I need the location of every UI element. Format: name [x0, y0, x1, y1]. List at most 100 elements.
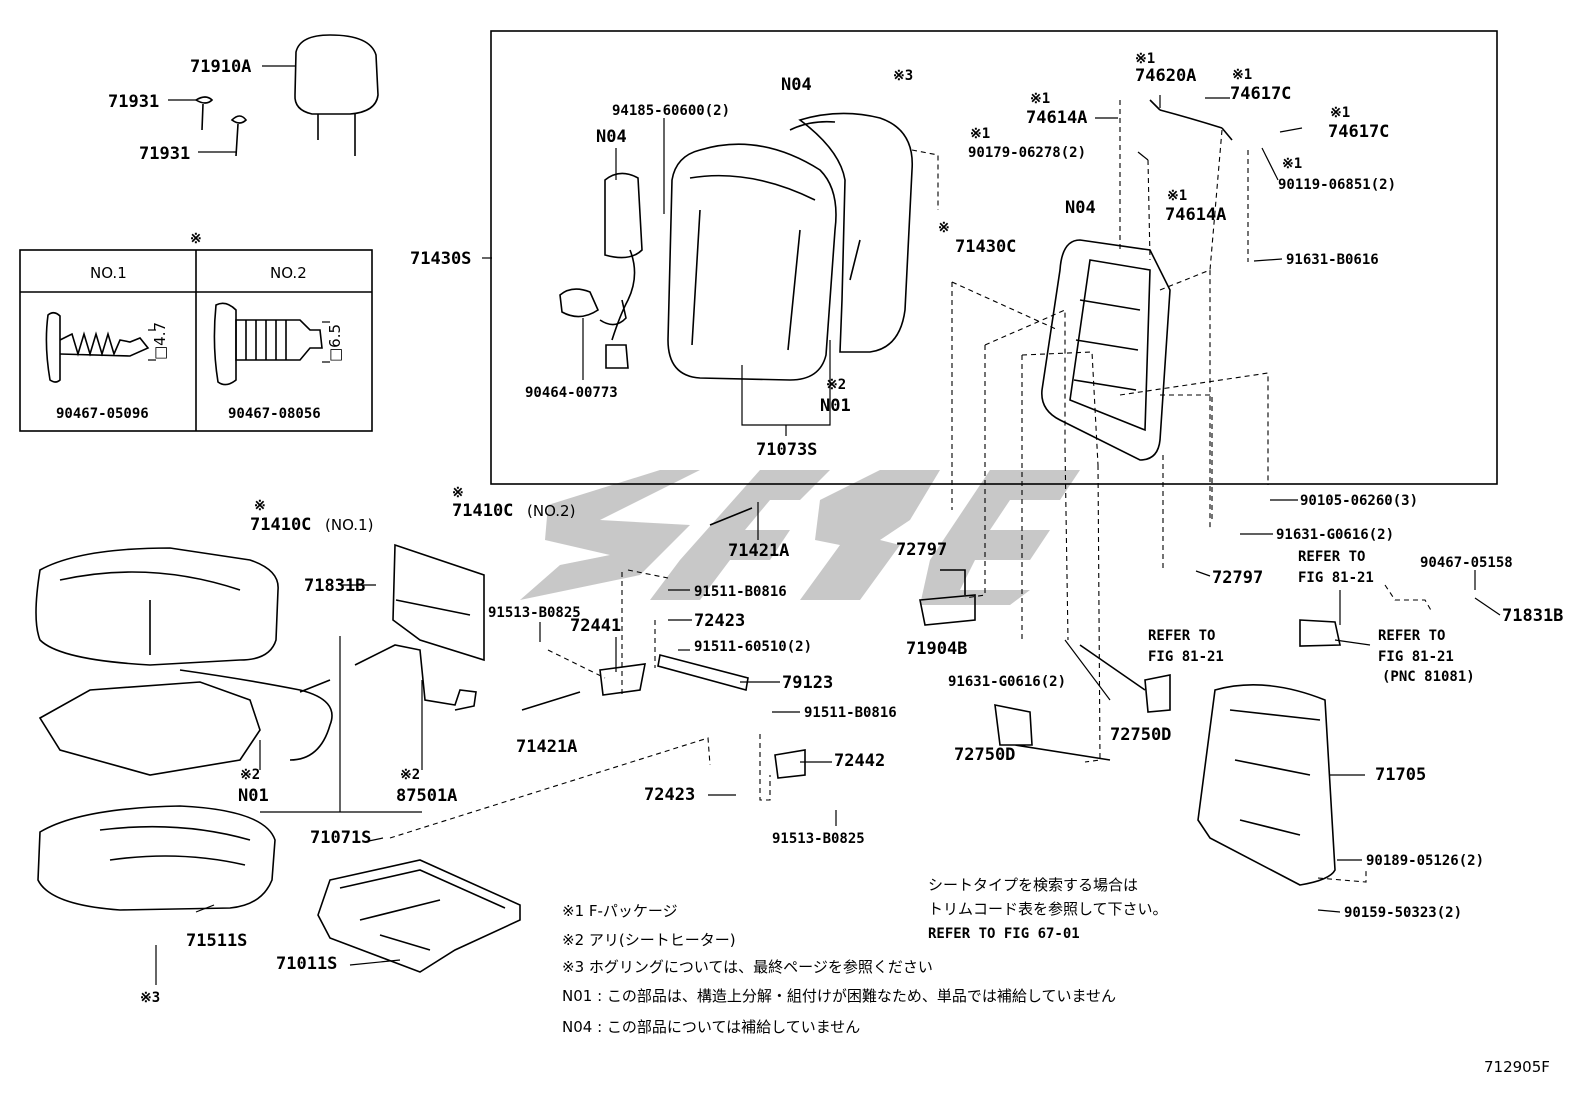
callout-72441: 72441	[570, 616, 621, 636]
callout-74617c-upper-mark: ※1	[1232, 67, 1252, 83]
callout-ring-mark: ※3	[140, 990, 160, 1006]
note-search-line1: シートタイプを検索する場合は	[928, 876, 1138, 894]
callout-91631-b0616: 91631-B0616	[1286, 252, 1379, 268]
callout-n04-pad: N04	[596, 127, 627, 147]
callout-71071s: 71071S	[310, 828, 371, 848]
callout-71910a: 71910A	[190, 57, 251, 77]
callout-71430s: 71430S	[410, 249, 471, 269]
callout-90119-mark: ※1	[1282, 156, 1302, 172]
clip-table-col2-dim: □6.5	[326, 324, 344, 362]
callout-refer3-b: FIG 81-21	[1378, 649, 1454, 665]
callout-90189-05126: 90189-05126(2)	[1366, 853, 1484, 869]
callout-71430c: 71430C	[955, 237, 1016, 257]
callout-72750d-left: 72750D	[954, 745, 1015, 765]
seat-back-frame-drawing	[1041, 99, 1233, 461]
callout-71410c-no1-sub: (NO.1)	[325, 516, 373, 534]
callout-90119-06851: 90119-06851(2)	[1278, 177, 1396, 193]
callout-74614a-left-mark: ※1	[1030, 91, 1050, 107]
seat-cushion-drawing	[35, 543, 485, 911]
diagram-id: 712905F	[1484, 1058, 1550, 1076]
callout-n01-back: N01	[820, 396, 851, 416]
clip-table-col2-part: 90467-08056	[228, 406, 321, 422]
clip-table-labels: ※ NO.1 NO.2 □4.7 □6.5 90467-05096 90467-…	[56, 231, 344, 422]
callout-74614a-lower-mark: ※1	[1167, 188, 1187, 204]
callout-91511-b0816-lower: 91511-B0816	[804, 705, 897, 721]
callout-n01-cushion-mark: ※2	[240, 767, 260, 783]
callout-72750d-right: 72750D	[1110, 725, 1171, 745]
callout-91513-b0825-upper: 91513-B0825	[488, 605, 581, 621]
callout-71904b: 71904B	[906, 639, 967, 659]
callout-71430c-mark: ※	[938, 220, 950, 236]
callout-90159-50323: 90159-50323(2)	[1344, 905, 1462, 921]
callout-72797-right: 72797	[1212, 568, 1263, 588]
callout-refer3-c: (PNC 81081)	[1382, 669, 1475, 685]
clip-table-col1-part: 90467-05096	[56, 406, 149, 422]
callout-71410c-no1: 71410C	[250, 515, 311, 535]
callout-72423-upper: 72423	[694, 611, 745, 631]
note-3: ※3 ホグリングについては、最終ページを参照ください	[562, 958, 933, 976]
callout-91511-b0816-upper: 91511-B0816	[694, 584, 787, 600]
callout-90179-mark: ※1	[970, 126, 990, 142]
callout-n04-frame: N04	[1065, 198, 1096, 218]
callout-71931-upper: 71931	[108, 92, 159, 112]
callout-90467-05158: 90467-05158	[1420, 555, 1513, 571]
callout-refer3-a: REFER TO	[1378, 628, 1445, 644]
note-search-line3: REFER TO FIG 67-01	[928, 926, 1080, 942]
callout-n01-cushion: N01	[238, 786, 269, 806]
callout-71831b-right: 71831B	[1502, 606, 1563, 626]
callout-71421a-lower: 71421A	[516, 737, 577, 757]
watermark-logo	[520, 470, 1080, 605]
callout-71073s: 71073S	[756, 440, 817, 460]
callout-74617c-right: 74617C	[1328, 122, 1389, 142]
callout-87501a-mark: ※2	[400, 767, 420, 783]
notes-block: シートタイプを検索する場合は トリムコード表を参照して下さい。 REFER TO…	[562, 876, 1168, 1036]
callout-71410c-no2: 71410C	[452, 501, 513, 521]
callout-refer2-a: REFER TO	[1148, 628, 1215, 644]
callout-72442: 72442	[834, 751, 885, 771]
callout-71410c-no2-sub: (NO.2)	[527, 502, 575, 520]
note-n04: N04 : この部品については補給していません	[562, 1018, 860, 1036]
note-n01: N01 : この部品は、構造上分解・組付けが困難なため、単品では補給していません	[562, 987, 1116, 1005]
clip-table	[19, 249, 373, 432]
callout-91631-g0616-right: 91631-G0616(2)	[1276, 527, 1394, 543]
callout-n01-back-mark: ※2	[826, 377, 846, 393]
callout-refer1-a: REFER TO	[1298, 549, 1365, 565]
callout-71831b-left: 71831B	[304, 576, 365, 596]
callout-71011s: 71011S	[276, 954, 337, 974]
callout-91513-b0825-lower: 91513-B0825	[772, 831, 865, 847]
callout-91511-60510: 91511-60510(2)	[694, 639, 812, 655]
callout-71410c-no2-mark: ※	[452, 485, 464, 501]
callout-90105-06260: 90105-06260(3)	[1300, 493, 1418, 509]
leader-lines	[155, 65, 1501, 985]
callout-refer2-b: FIG 81-21	[1148, 649, 1224, 665]
clip-table-col1-dim: □4.7	[151, 322, 169, 360]
callout-74617c-right-mark: ※1	[1330, 105, 1350, 121]
callout-71931-lower: 71931	[139, 144, 190, 164]
callout-n04-cover: N04	[781, 75, 812, 95]
callout-90464-00773: 90464-00773	[525, 385, 618, 401]
dashed-assembly-lines	[389, 100, 1433, 883]
callout-72797-left: 72797	[896, 540, 947, 560]
clip-table-col2-header: NO.2	[270, 264, 307, 282]
callout-71511s: 71511S	[186, 931, 247, 951]
part-callouts: 71910A 71931 71931 71430S 71073S N04 N04…	[108, 51, 1563, 1006]
note-1: ※1 F-パッケージ	[562, 902, 678, 920]
callout-74614a-left: 74614A	[1026, 108, 1087, 128]
note-2: ※2 アリ(シートヒーター)	[562, 931, 736, 949]
note-search-line2: トリムコード表を参照して下さい。	[928, 900, 1168, 918]
callout-90179-06278: 90179-06278(2)	[968, 145, 1086, 161]
callout-74614a-lower: 74614A	[1165, 205, 1226, 225]
callout-note3-mark: ※3	[893, 68, 913, 84]
callout-72423-lower: 72423	[644, 785, 695, 805]
seat-back-cover-drawing	[559, 112, 913, 381]
callout-79123: 79123	[782, 673, 833, 693]
callout-74620a-mark: ※1	[1135, 51, 1155, 67]
callout-refer1-b: FIG 81-21	[1298, 570, 1374, 586]
clip-table-col1-header: NO.1	[90, 264, 127, 282]
callout-87501a: 87501A	[396, 786, 457, 806]
clip-table-mark: ※	[190, 231, 202, 247]
callout-71410c-no1-mark: ※	[254, 498, 266, 514]
callout-74620a: 74620A	[1135, 66, 1196, 86]
callout-71421a-upper: 71421A	[728, 541, 789, 561]
